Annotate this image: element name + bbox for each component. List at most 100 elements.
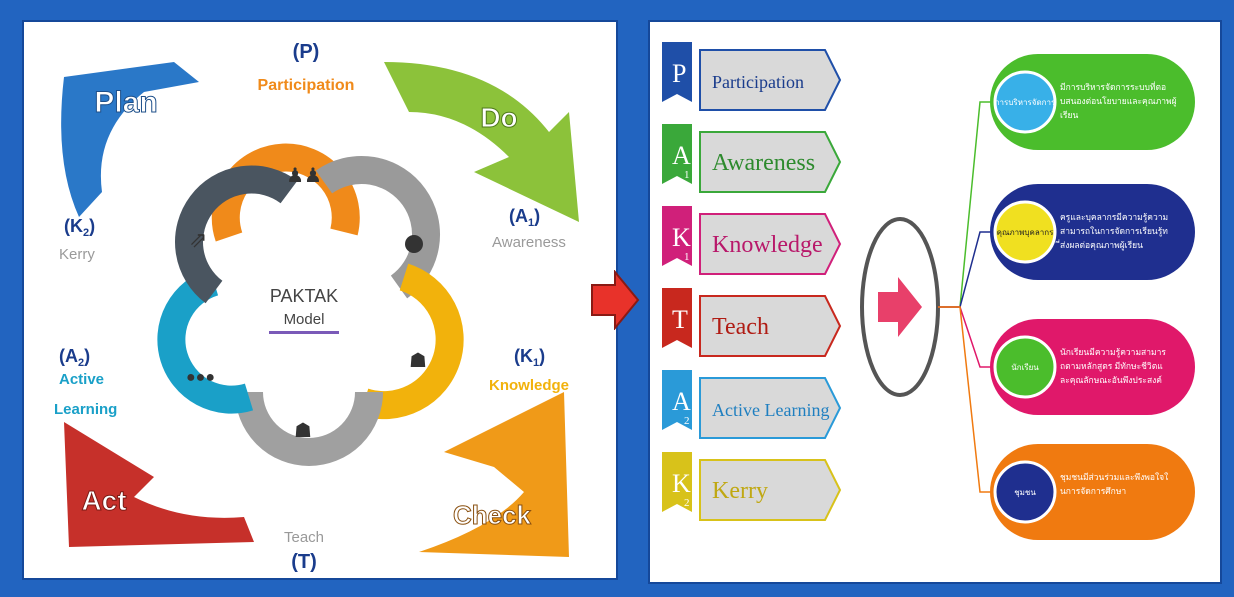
ring-teach <box>235 391 383 466</box>
step-letter-tab <box>662 288 692 348</box>
outcome-text: บสนองต่อนโยบายและคุณภาพผู้ <box>1060 96 1177 107</box>
k2-name: Kerry <box>59 246 95 263</box>
step-banner <box>699 377 842 439</box>
step-subscript: 2 <box>684 497 690 509</box>
connector-line <box>938 101 995 308</box>
a2-name-line2: Learning <box>54 401 117 418</box>
outcome-item: ชุมชน ชุมชนมีส่วนร่วมและพึงพอใจในการจัดกา… <box>938 306 1195 540</box>
a1-code: (A1) <box>509 206 540 229</box>
outcome-text: มีการบริหารจัดการระบบที่ตอ <box>1060 81 1166 92</box>
transition-arrow-icon <box>591 270 640 330</box>
outcome-text: ี่ส่งผลต่อคุณภาพผู้เรียน <box>1055 239 1143 251</box>
k2-code: (K2) <box>64 216 95 239</box>
a2-name-line1: Active <box>59 371 104 388</box>
outcome-text: นักเรียนมีความรู้ความสามาร <box>1060 347 1166 358</box>
step-label: Teach <box>712 314 769 340</box>
outcome-text: ถตามหลักสูตร มีทักษะชีวิตแ <box>1060 361 1163 372</box>
meeting-icon: ♟♟ <box>286 165 322 187</box>
t-code: (T) <box>291 551 317 573</box>
connector-line <box>938 306 995 368</box>
outcome-text: ละคุณลักษณะอันพึงประสงค์ <box>1060 375 1162 386</box>
step-subscript: 1 <box>684 251 690 263</box>
do-label: Do <box>480 102 517 133</box>
step-label: Active Learning <box>712 400 829 420</box>
step-subscript: 1 <box>684 169 690 181</box>
step-letter-tab <box>662 124 692 184</box>
step-row: K2 Kerry <box>662 452 842 521</box>
outcome-item: นักเรียน นักเรียนมีความรู้ความสามารถตามหล… <box>938 306 1195 415</box>
outcome-tag-circle <box>993 70 1057 134</box>
step-banner <box>699 213 842 275</box>
outcome-tag-circle <box>993 460 1057 524</box>
outcome-tag-circle <box>993 200 1057 264</box>
step-label: Kerry <box>712 478 768 504</box>
step-letter-tab <box>662 370 692 430</box>
step-letter: T <box>672 305 688 334</box>
step-letter-tab <box>662 42 692 102</box>
step-row: P Participation <box>662 42 842 111</box>
do-arrow-shape <box>384 62 579 222</box>
step-letter-tab <box>662 452 692 512</box>
check-label: Check <box>453 500 532 530</box>
step-banner <box>699 49 842 111</box>
teacher-icon: ☗ <box>294 420 312 442</box>
step-banner <box>699 459 842 521</box>
ring-participation <box>211 143 360 242</box>
outcome-tag: ชุมชน <box>1014 488 1036 497</box>
step-row: A2 Active Learning <box>662 370 842 439</box>
group-icon: ●●● <box>186 369 215 386</box>
outcome-item: การบริหารจัดการ มีการบริหารจัดการระบบที่ต… <box>938 54 1195 308</box>
center-title: PAKTAK <box>270 286 338 306</box>
outcome-text: นการจัดการศึกษา <box>1060 486 1126 496</box>
outcome-text: ชุมชนมีส่วนร่วมและพึงพอใจใ <box>1060 472 1168 483</box>
center-underline <box>269 331 339 334</box>
center-arrow-icon <box>878 277 922 337</box>
outcome-tag: นักเรียน <box>1011 363 1039 372</box>
ring-kerry <box>175 165 298 304</box>
step-banner <box>699 295 842 357</box>
step-letter-tab <box>662 206 692 266</box>
step-letter: A <box>672 387 691 416</box>
k1-code: (K1) <box>514 346 545 369</box>
outcome-tag: การบริหารจัดการ <box>995 98 1056 107</box>
outcome-text: ครูและบุคลากรมีความรู้ความ <box>1060 212 1168 223</box>
paktak-cycle-panel: Plan Do Act Check ♟♟ ⇗ ☗ ●●● ☗ PAKTAK Mo… <box>22 20 618 580</box>
outcome-text: เรียน <box>1060 110 1078 120</box>
outcome-text: สามารถในการจัดการเรียนรู้ท <box>1060 226 1168 237</box>
ring-knowledge <box>359 263 464 420</box>
paktak-cycle-diagram: Plan Do Act Check ♟♟ ⇗ ☗ ●●● ☗ PAKTAK Mo… <box>54 41 579 573</box>
act-arrow-shape <box>64 422 254 547</box>
a2-code: (A2) <box>59 346 90 369</box>
outcome-tag: คุณภาพบุคลากร <box>997 228 1054 237</box>
plan-arrow-shape <box>61 62 200 217</box>
p-name: Participation <box>258 77 355 94</box>
ring-awareness <box>315 155 440 299</box>
check-arrow-shape <box>419 392 569 557</box>
center-subtitle: Model <box>284 311 325 328</box>
paktak-rings <box>157 143 464 466</box>
step-letter: P <box>672 59 686 88</box>
act-label: Act <box>81 485 126 516</box>
step-subscript: 2 <box>684 415 690 427</box>
plan-label: Plan <box>94 86 157 119</box>
presenter-icon: ☗ <box>409 350 427 372</box>
outcome-tag-circle <box>993 335 1057 399</box>
step-banner <box>699 131 842 193</box>
outcome-item: คุณภาพบุคลากร ครูและบุคลากรมีความรู้ความส… <box>938 184 1195 308</box>
p-code: (P) <box>293 41 320 63</box>
stairs-climb-icon: ⇗ <box>189 227 207 252</box>
step-letter: A <box>672 141 691 170</box>
ring-active-learning <box>157 268 254 414</box>
step-letter: K <box>672 469 691 498</box>
connector-line <box>938 306 995 493</box>
pie-chart-icon <box>405 235 423 253</box>
k1-name: Knowledge <box>489 377 569 394</box>
t-name: Teach <box>284 529 324 546</box>
step-label: Participation <box>712 72 804 92</box>
a1-name: Awareness <box>492 234 566 251</box>
step-letter: K <box>672 223 691 252</box>
